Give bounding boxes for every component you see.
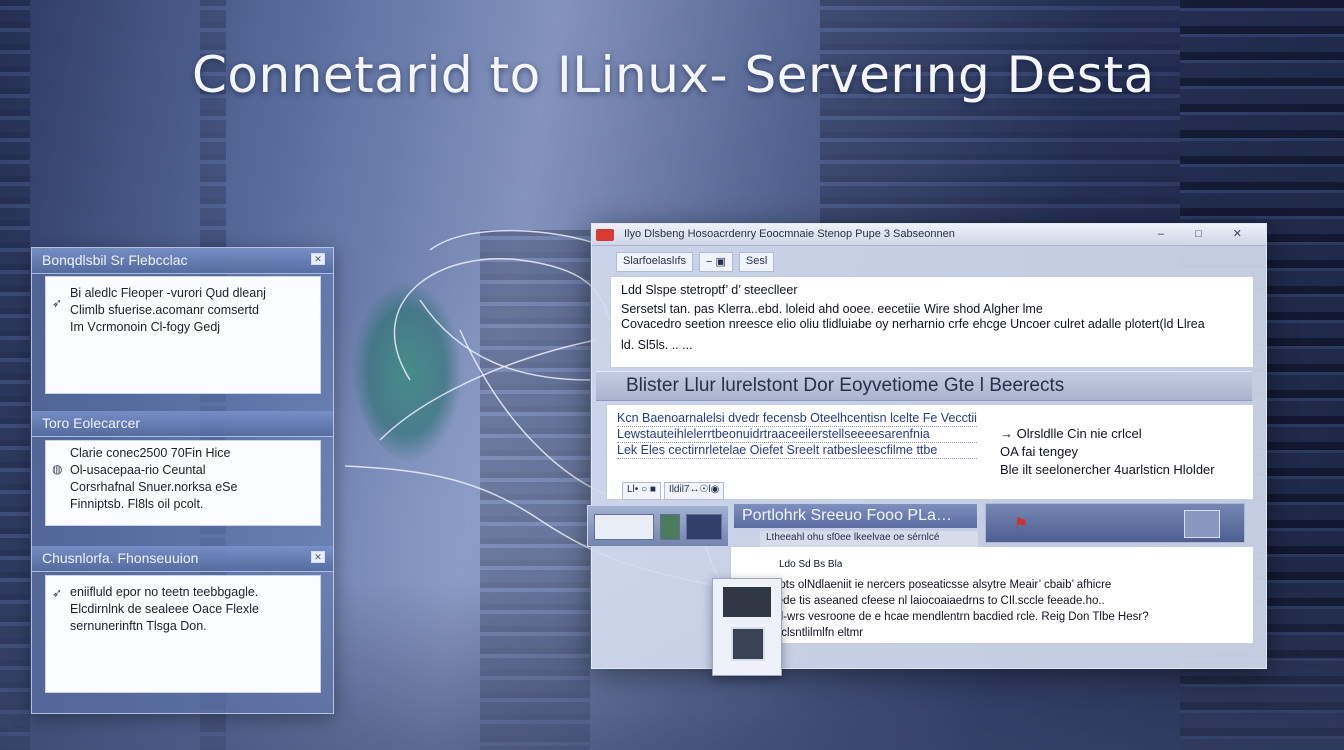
lower-toolbar: Ll• ○ ■ Ildil7↔☉l◉ [622,482,725,500]
note-line: → Olrsldlle Cin nie crlcel [1000,426,1142,441]
text-line: eniifluld epor no teetn teebbgagle. [70,585,259,599]
portal-header-right: ⚑ [985,503,1245,543]
window-controls[interactable]: – □ ✕ [1157,228,1256,240]
text-line: sernunerinftn Tlsga Don. [70,619,207,633]
text-line: Covacedro seetion nreesce elio oliu tlid… [621,317,1205,331]
section-banner: Blister Llur lurelstont Dor Eoyvetiome G… [596,371,1252,401]
text-line: Bi aledlc Fleoper ‑vurori Qud dleanj [70,286,266,300]
portal-small-header: Ldo Sd Bs Bla [779,559,843,570]
close-icon[interactable]: ✕ [311,551,325,563]
device-icon [686,514,722,540]
toolbar-button[interactable]: Ildil7↔☉l◉ [663,482,725,500]
left-panel-section-3: Chusnlorfa. Fhonseuuion ✕ [32,546,333,572]
text-line: Elcdirnlnk de sealeee Oace Flexle [70,602,259,616]
device-icon [660,514,680,540]
note-line: OA fai tengey [1000,444,1079,459]
left-info-panel: Bonqdlsbil Sr Flebcclac ✕ ➶ Bi aledlc Fl… [31,247,334,714]
portal-title: Portlohrk Sreeuo Fooo PLa… [733,503,978,529]
flag-icon: ⚑ [1014,516,1029,533]
toolbar-button[interactable]: Sesl [738,252,775,272]
headline: Connetarid to ILinux- Serverıng Desta [192,46,1155,104]
text-line: ‘Midn ell‑wrs vesroone de e hcae mendlen… [741,611,1149,623]
device-screen-secondary [731,627,765,661]
text-line: Corsrhafnal Snuer.norksa eSe [70,480,238,494]
toolbar-button[interactable]: − ▣ [698,252,733,272]
section-1-body: ➶ Bi aledlc Fleoper ‑vurori Qud dleanj C… [45,276,321,394]
link-item[interactable]: Lek Eles cectirnrletelae Oiefet Sreelt r… [617,443,977,459]
text-line: lim dracclsntlilmlfn eltmr [741,627,864,639]
note-line: Ble ilt seelonercher 4uarlsticn Hlolder [1000,462,1215,477]
pointer-icon: ➶ [52,296,63,310]
window-thumbnail-icon [1184,510,1220,538]
section-3-body: ➶ eniifluld epor no teetn teebbgagle. El… [45,575,321,693]
section-title: Bonqdlsbil Sr Flebcclac [32,248,333,274]
section-2-body: ◍ Clarie conec2500 70Fin Hice Ol‑usacepa… [45,440,321,526]
text-line: Finniptsb. Fl8ls oil pcolt. [70,497,204,511]
text-line: Clarie conec2500 70Fin Hice [70,446,231,460]
text-line: Climlb sfuerise.acomanr comsertd [70,303,259,317]
side-notes: → Olrsldlle Cin nie crlcel OA fai tengey… [1000,425,1215,479]
device-icon [594,514,654,540]
text-line: Ch Eheots olNdlaeniit ie nercers poseati… [741,579,1112,591]
portal-content-pane: Ldo Sd Bs Bla Ch Eheots olNdlaeniit ie n… [730,546,1254,644]
window-app-icon [596,229,614,241]
window-toolbar: Slarfoelaslıfs − ▣ Sesl [616,252,775,272]
link-item[interactable]: Lewstauteihlelerrtbeonuidrtraaceeilerste… [617,427,977,443]
mascot-figure [352,262,472,462]
left-panel-section-2: Toro Eolecarcer [32,411,333,437]
circle-icon: ◍ [52,462,63,476]
window-titlebar: Ilyo Dlsbeng Hosoacrdenry Eoocmnaie Sten… [592,224,1266,246]
portal-subtitle: Ltheeahl ohu sf0ee lkeelvae oe sérnlcé [760,531,978,547]
close-icon[interactable]: ✕ [311,253,325,265]
left-panel-section-1: Bonqdlsbil Sr Flebcclac ✕ [32,248,333,274]
text-line: Ald Mdede tis aseaned cfeese nl laiocoai… [741,595,1105,607]
mobile-device [712,578,782,676]
toolbar-button[interactable]: Slarfoelaslıfs [616,252,693,272]
text-line: Ldd Slspe stetroptf’ d’ steeclleer [621,283,798,297]
pointer-icon: ➶ [52,586,63,600]
device-screen [723,587,771,617]
text-line: Im Vcrmonoin Cl‑fogy Gedj [70,320,221,334]
section-title: Chusnlorfa. Fhonseuuion [32,546,333,572]
terminal-output-pane: Ldd Slspe stetroptf’ d’ steeclleer Serse… [610,276,1254,368]
link-item[interactable]: Kcn Baenoarnalelsi dvedr fecensb Oteelhc… [617,411,977,427]
text-line: ld. Sl5ls. .. ... [621,338,693,352]
text-line: Sersetsl tan. pas Klerra..ebd. loleid ah… [621,302,1043,316]
window-title: Ilyo Dlsbeng Hosoacrdenry Eoocmnaie Sten… [624,228,955,240]
text-line: Ol‑usacepaa‑rio Ceuntal [70,463,206,477]
links-pane: Kcn Baenoarnalelsi dvedr fecensb Oteelhc… [606,404,1254,500]
terminal-window: Ilyo Dlsbeng Hosoacrdenry Eoocmnaie Sten… [591,223,1267,669]
link-list: Kcn Baenoarnalelsi dvedr fecensb Oteelhc… [617,411,977,459]
device-strip [587,505,729,547]
toolbar-button[interactable]: Ll• ○ ■ [622,482,661,500]
section-title: Toro Eolecarcer [32,411,333,437]
server-rack-top-right [820,0,1180,230]
